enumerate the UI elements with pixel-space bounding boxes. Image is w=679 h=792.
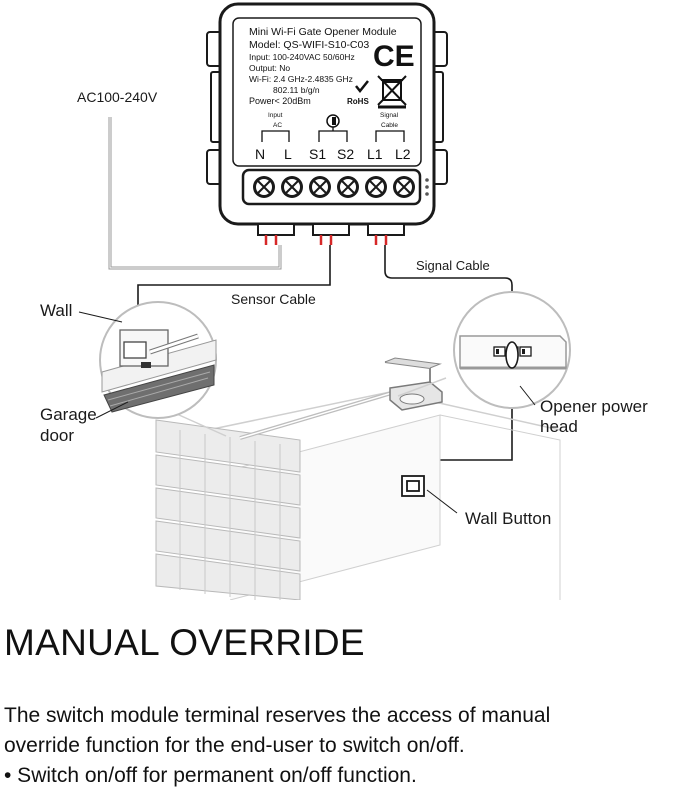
description-line-1: The switch module terminal reserves the … [4,704,551,727]
terminal-screws [253,176,415,198]
garage-door-panels [155,419,301,601]
section-heading: MANUAL OVERRIDE [4,622,365,663]
terminal-label-cable: Cable [381,122,398,129]
terminal-label-signal: Signal [380,112,399,119]
terminal-label-ac: AC [273,122,282,129]
ac-voltage-label: AC100-240V [77,89,158,105]
module-label-panel [232,17,422,167]
wiring-diagram: Mini Wi-Fi Gate Opener Module Model: QS-… [40,2,648,601]
section-description: The switch module terminal reserves the … [4,701,676,791]
wire-red-stubs [264,235,388,245]
status-led-dots [425,178,429,196]
opener-head-label-line1: Opener power [540,397,648,416]
signal-cable-label: Signal Cable [416,258,490,273]
terminal-l1: L1 [367,146,383,162]
signal-cable-wire [384,245,513,350]
description-line-2: override function for the end-user to sw… [4,734,465,757]
bullet-item: • Switch on/off for permanent on/off fun… [4,764,417,787]
wall-button-icon [401,475,425,497]
signal-cable-clamp [505,341,519,369]
opener-head-icon [389,381,443,411]
screw-icon [281,176,303,198]
opener-leader [519,385,536,406]
module-input: Input: 100-240VAC 50/60Hz [249,52,355,62]
terminal-brackets [261,127,405,142]
module-wifi: Wi-Fi: 2.4 GHz-2.4835 GHz [249,74,353,84]
terminal-l2: L2 [395,146,411,162]
sensor-cable-label: Sensor Cable [231,291,316,307]
terminal-s1: S1 [309,146,326,162]
screw-icon [309,176,331,198]
wall-button-leader [426,489,458,514]
opener-head-label-line2: head [540,417,578,436]
module-model: Model: QS-WIFI-S10-C03 [249,39,369,51]
terminal-label-input: Input [268,112,283,119]
screw-icon [337,176,359,198]
screw-icon [365,176,387,198]
screw-icon [393,176,415,198]
rohs-label: RoHS [347,97,369,106]
wall-button-label: Wall Button [465,509,552,528]
sensor-zoom-callout [99,301,227,437]
ce-mark: CE [373,40,415,73]
module-wifi-standard: 802.11 b/g/n [273,85,320,95]
wall-leader [78,311,123,323]
garage-door-leader [95,401,129,419]
weee-bin-icon [377,75,407,109]
terminal-n: N [255,146,265,162]
wire-collars [257,223,405,236]
terminal-s2: S2 [337,146,354,162]
wiring-diagram-svg: Mini Wi-Fi Gate Opener Module Model: QS-… [78,2,571,601]
screw-icon [253,176,275,198]
rohs-icon: RoHS [347,80,369,106]
module-title: Mini Wi-Fi Gate Opener Module [249,26,397,38]
garage-scene [155,357,561,601]
wall-label: Wall [40,301,73,320]
module-output: Output: No [249,63,290,73]
sensor-contact-icon [326,114,340,128]
terminal-l: L [284,146,292,162]
garage-door-label-line2: door [40,426,75,445]
module-power: Power< 20dBm [249,96,311,106]
garage-door-label-line1: Garage [40,405,97,424]
